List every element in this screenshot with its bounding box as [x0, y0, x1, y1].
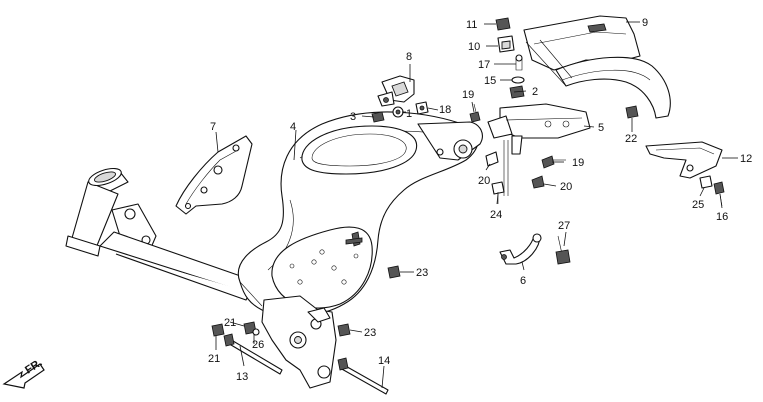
callout-19a: 19: [462, 89, 474, 101]
callout-3: 3: [350, 111, 356, 123]
callout-22: 22: [625, 133, 637, 145]
callout-25: 25: [692, 199, 704, 211]
part-9-rear-fender: [523, 15, 671, 119]
part-6-wire-clip: [499, 233, 542, 265]
part-27-bolt: [555, 235, 571, 265]
callout-16: 16: [716, 211, 728, 223]
callout-20b: 20: [560, 181, 572, 193]
callout-13: 13: [236, 371, 248, 383]
callout-27: 27: [558, 220, 570, 232]
callout-10: 10: [468, 41, 480, 53]
callout-23a: 23: [416, 267, 428, 279]
callout-11: 11: [466, 19, 477, 31]
callout-9: 9: [642, 17, 648, 29]
callout-18: 18: [439, 104, 451, 116]
callout-26: 26: [252, 339, 264, 351]
leader-lines: [215, 21, 738, 389]
part-23-nuts: [337, 265, 401, 337]
callout-17: 17: [478, 59, 490, 71]
fasteners-16-22-25: [625, 105, 725, 207]
front-direction-arrow: FR.: [2, 357, 45, 389]
part-5-rear-bracket: [487, 103, 591, 196]
part-12-plate: [645, 141, 723, 179]
callout-numbers: 4 7 8 3 1 18 19 5 9 11 10 17 15 2 22 12 …: [208, 17, 752, 383]
callout-21b: 21: [208, 353, 220, 365]
callout-4: 4: [290, 121, 296, 133]
part-7-bracket: [175, 135, 253, 215]
callout-14: 14: [378, 355, 390, 367]
callout-12: 12: [740, 153, 752, 165]
callout-20a: 20: [478, 175, 490, 187]
frame-body-cover: [65, 111, 483, 389]
fasteners-19-20-24: [469, 103, 566, 204]
callout-5: 5: [598, 122, 604, 134]
part-8-clip: [377, 75, 415, 107]
callout-2: 2: [532, 86, 538, 98]
callout-1: 1: [406, 108, 412, 120]
callout-24: 24: [490, 209, 502, 221]
callout-23b: 23: [364, 327, 376, 339]
hardware-2-10-11-15-17: [495, 17, 525, 99]
callout-19b: 19: [572, 157, 584, 169]
callout-21a: 21: [224, 317, 236, 329]
fasteners-1-3-18: [371, 101, 429, 123]
callout-15: 15: [484, 75, 496, 87]
callout-8: 8: [406, 51, 412, 63]
callout-6: 6: [520, 275, 526, 287]
callout-7: 7: [210, 121, 216, 133]
